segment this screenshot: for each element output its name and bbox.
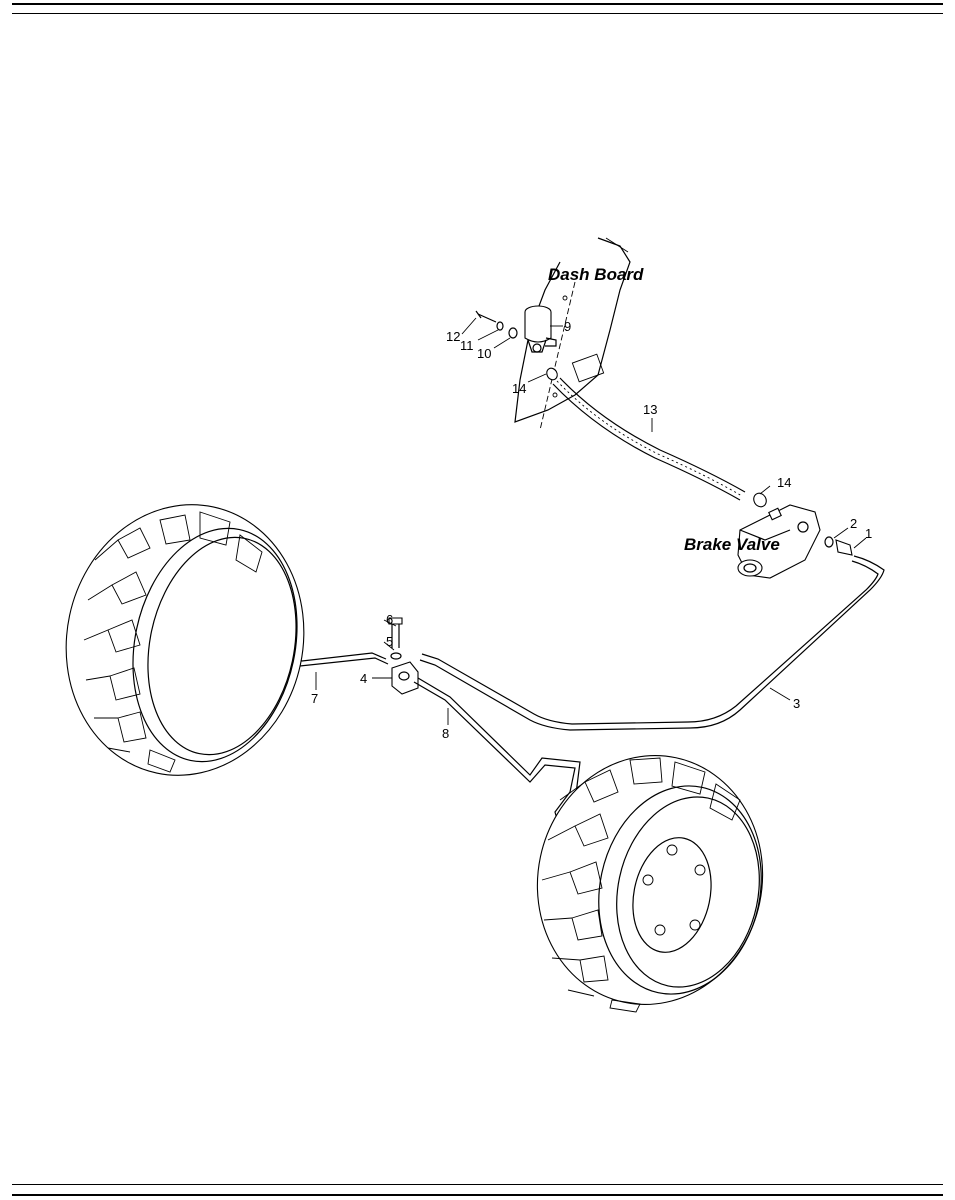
bottom-rule-thick [12, 1194, 943, 1196]
callout-6: 6 [386, 612, 393, 627]
callout-14-bottom: 14 [777, 475, 791, 490]
top-rule-thin [12, 13, 943, 14]
callout-8: 8 [442, 726, 449, 741]
brake-valve-label: Brake Valve [684, 535, 780, 554]
dash-board-label: Dash Board [548, 265, 644, 284]
callout-3: 3 [793, 696, 800, 711]
callout-2: 2 [850, 516, 857, 531]
callout-14-top: 14 [512, 381, 526, 396]
hose-clamp-bottom [753, 492, 767, 508]
right-tire [536, 754, 764, 1013]
supply-hose [552, 377, 746, 501]
leader-lines [315, 317, 867, 725]
brake-valve-body [737, 504, 821, 579]
brake-fluid-reservoir [524, 305, 557, 353]
hose-clamp-top [546, 367, 558, 381]
mounting-bolt [475, 310, 518, 339]
callout-10: 10 [477, 346, 491, 361]
top-rule-thick [12, 3, 943, 5]
callout-4: 4 [360, 671, 367, 686]
callout-9: 9 [564, 319, 571, 334]
callout-5: 5 [386, 634, 393, 649]
bottom-rule-thin [12, 1184, 943, 1185]
callout-1: 1 [865, 526, 872, 541]
brake-tube-3 [419, 555, 885, 731]
callout-7: 7 [311, 691, 318, 706]
tee-fitting [388, 617, 419, 695]
callout-12: 12 [446, 329, 460, 344]
callout-11: 11 [460, 338, 474, 353]
valve-fittings [824, 536, 853, 556]
callout-13: 13 [643, 402, 657, 417]
left-tire [65, 504, 305, 776]
